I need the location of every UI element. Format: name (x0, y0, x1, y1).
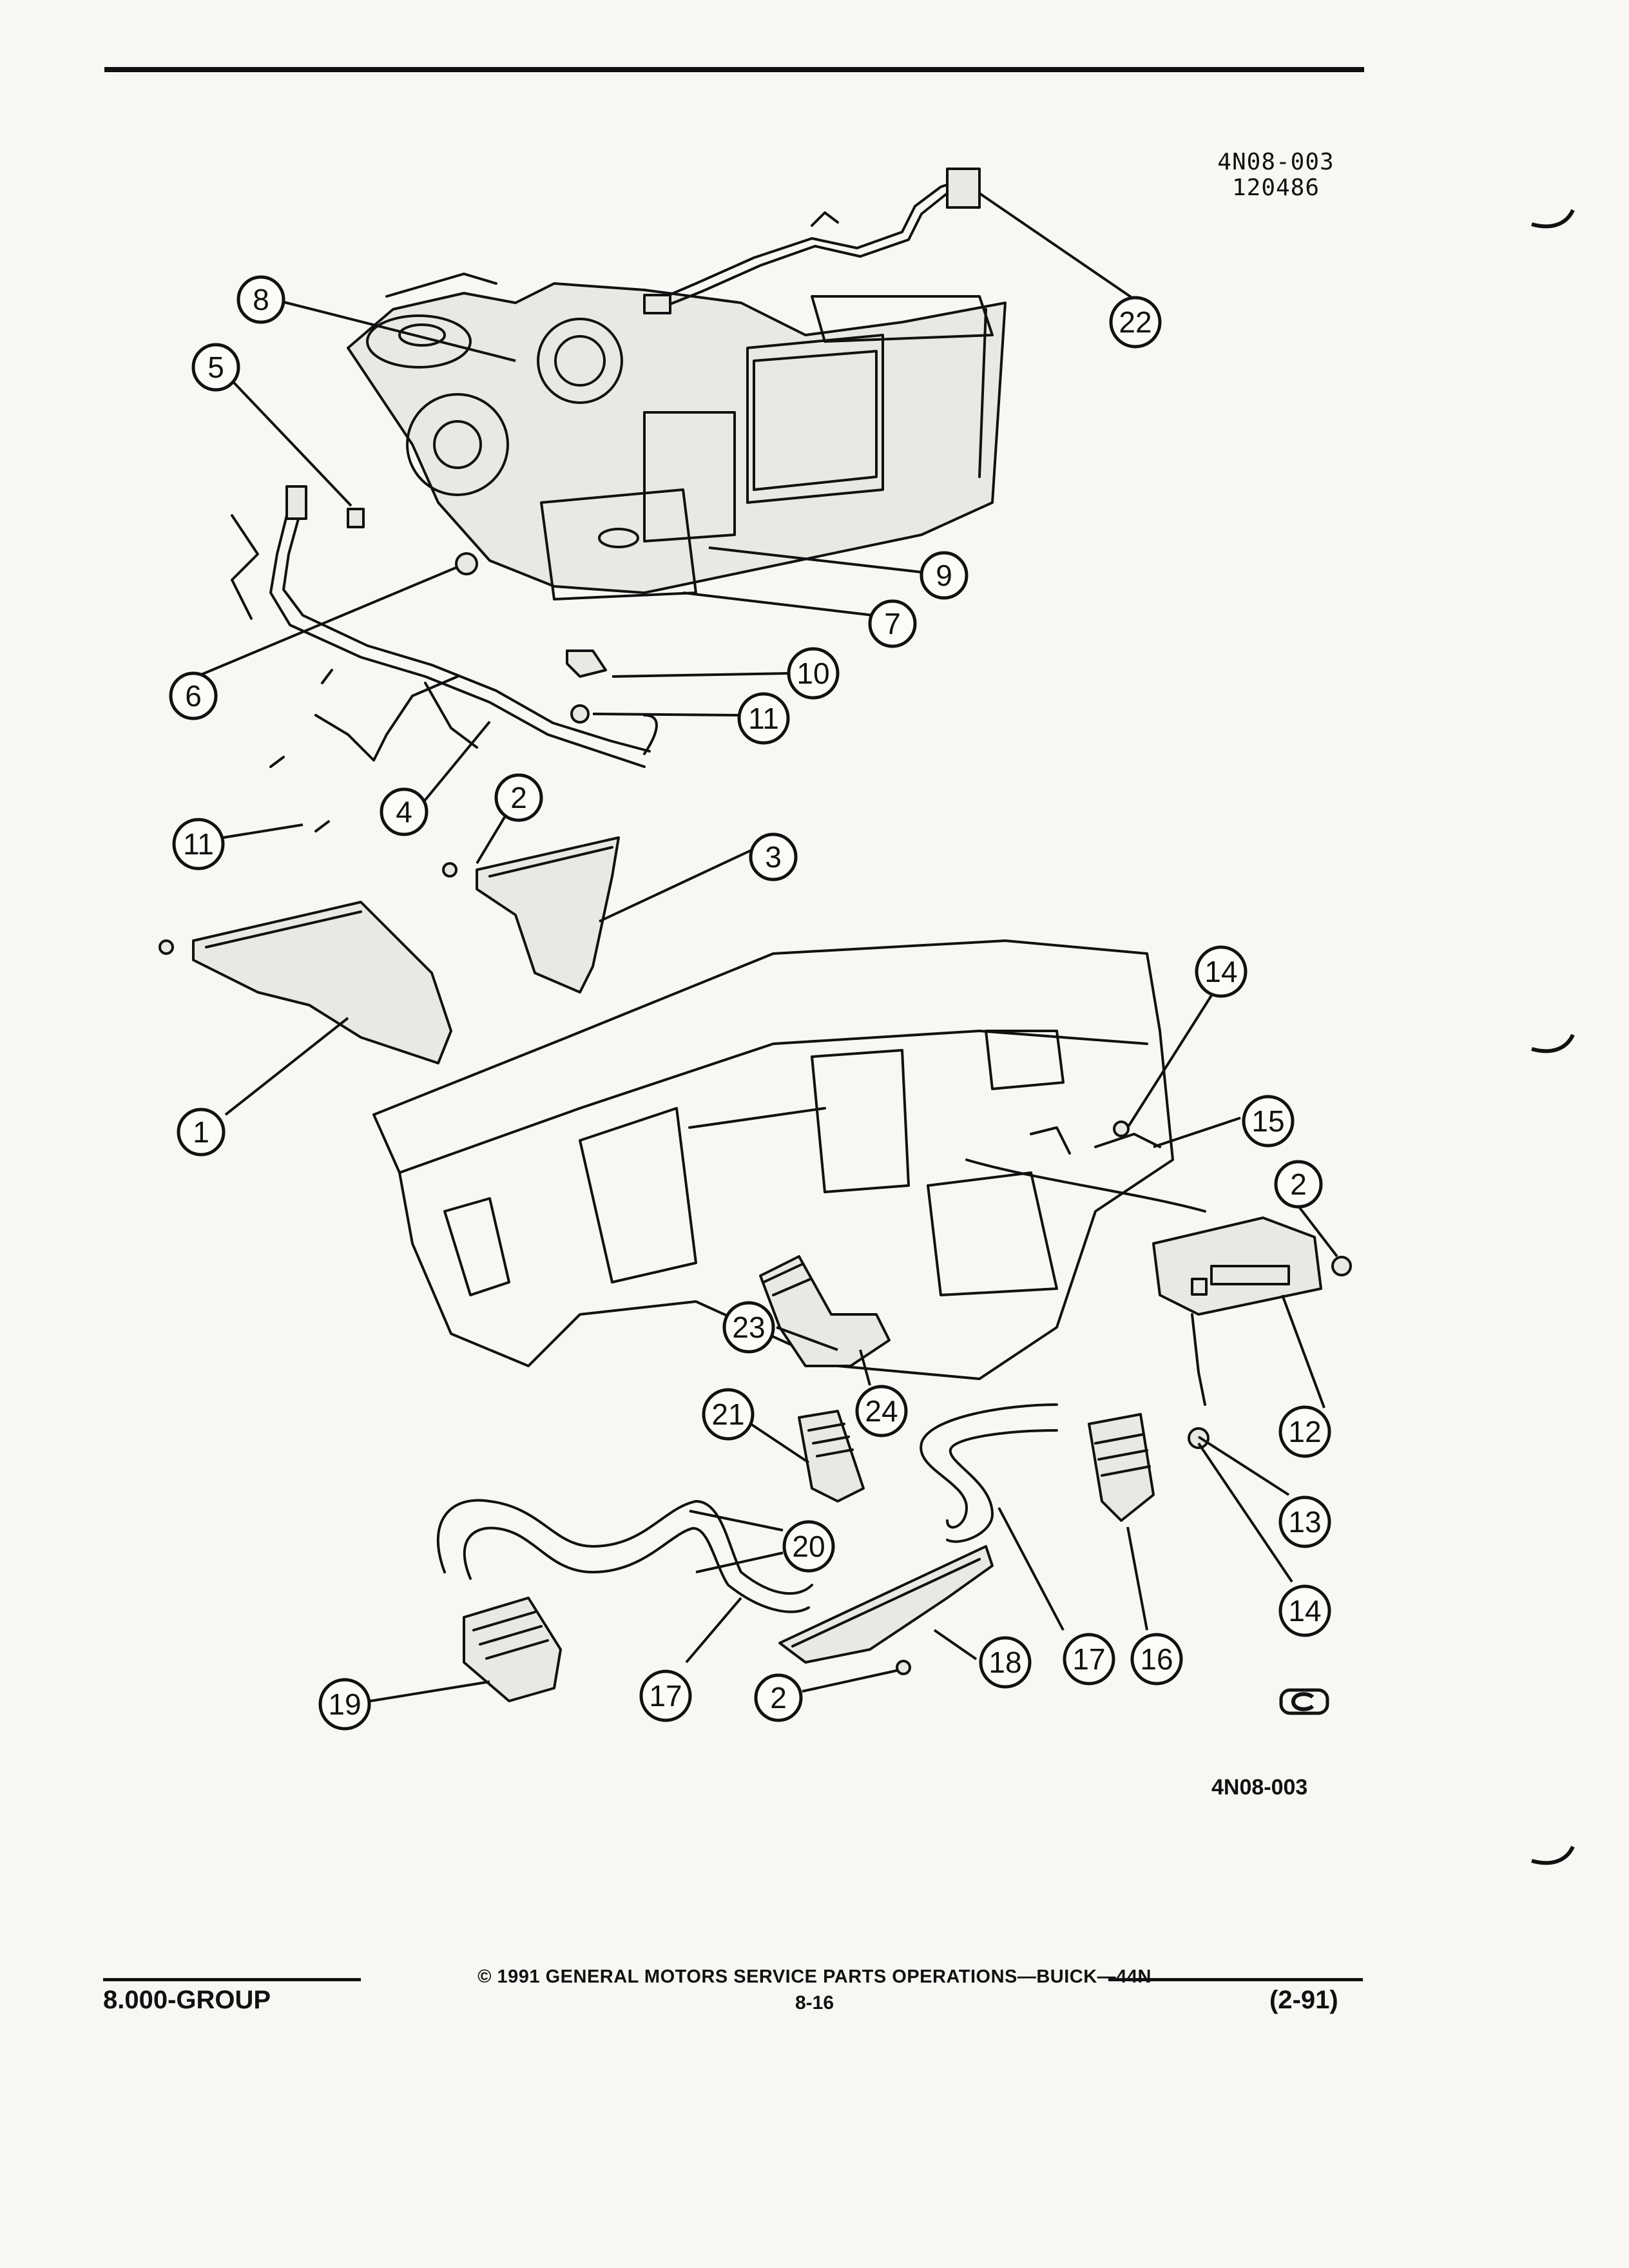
duct-18-drawing (778, 1545, 994, 1675)
top-rule (104, 67, 1364, 72)
callout-8: 8 (236, 275, 285, 324)
hose-17-right-drawing (920, 1403, 1058, 1543)
callout-7: 7 (868, 599, 917, 648)
callout-1: 1 (177, 1108, 226, 1157)
callout-24: 24 (855, 1385, 908, 1437)
outlet-19-drawing (463, 1597, 562, 1702)
callout-20: 20 (782, 1520, 835, 1573)
svg-text:9: 9 (936, 559, 952, 592)
callout-13: 13 (1278, 1495, 1331, 1548)
svg-text:8: 8 (253, 283, 269, 316)
callout-6: 6 (169, 671, 218, 720)
svg-text:22: 22 (1119, 305, 1152, 339)
callout-23: 23 (722, 1301, 775, 1354)
callout-2-c: 2 (754, 1673, 803, 1722)
duct-1-drawing (159, 901, 452, 1064)
callout-12: 12 (1278, 1405, 1331, 1458)
callout-2-b: 2 (1274, 1160, 1323, 1209)
harness-22-drawing (643, 168, 981, 314)
footer-group: 8.000-GROUP (103, 1986, 271, 2014)
svg-text:2: 2 (1290, 1168, 1307, 1201)
gm-copyright-logo (1279, 1688, 1329, 1715)
callout-17-b: 17 (639, 1669, 692, 1722)
callout-3: 3 (749, 832, 798, 881)
svg-text:11: 11 (183, 827, 214, 861)
fasteners-drawing (269, 508, 607, 878)
svg-text:14: 14 (1204, 955, 1237, 988)
binder-hole-mark (1531, 1033, 1575, 1053)
control-assembly-12-drawing (1094, 1120, 1352, 1449)
svg-text:18: 18 (988, 1646, 1021, 1679)
svg-text:17: 17 (1072, 1642, 1105, 1676)
svg-text:6: 6 (185, 679, 202, 713)
svg-text:24: 24 (865, 1394, 898, 1428)
heater-module-drawing (347, 273, 1007, 601)
svg-text:3: 3 (765, 840, 782, 874)
callout-19: 19 (318, 1678, 371, 1731)
footer-page-number: 8-16 (795, 1992, 834, 2013)
outlet-16-drawing (1088, 1413, 1155, 1522)
svg-text:20: 20 (792, 1530, 825, 1563)
svg-text:21: 21 (711, 1398, 744, 1431)
hose-20-drawing (436, 1499, 813, 1613)
footer-revision: (2-91) (1269, 1986, 1338, 2014)
svg-text:2: 2 (510, 781, 527, 814)
callout-4: 4 (380, 787, 429, 836)
footer-copyright: © 1991 GENERAL MOTORS SERVICE PARTS OPER… (477, 1966, 1152, 1987)
svg-text:17: 17 (649, 1679, 682, 1713)
callout-11-a: 11 (737, 692, 790, 745)
figure-code-top: 4N08-003 (1217, 149, 1335, 175)
figure-date-code: 120486 (1231, 175, 1320, 201)
callout-15: 15 (1242, 1095, 1295, 1148)
footer-rule-right (1108, 1978, 1363, 1981)
callout-14-b: 14 (1278, 1584, 1331, 1637)
figure-id-block: 4N08-003 120486 (1192, 149, 1360, 201)
svg-text:5: 5 (207, 351, 224, 384)
duct-3-drawing (476, 836, 620, 994)
floor-duct-23-drawing (759, 1255, 891, 1367)
callout-18: 18 (979, 1636, 1032, 1689)
outlet-21-drawing (798, 1410, 865, 1503)
callout-5: 5 (191, 343, 240, 392)
svg-text:11: 11 (748, 702, 779, 735)
svg-text:23: 23 (732, 1311, 765, 1344)
svg-text:16: 16 (1140, 1642, 1173, 1676)
figure-code-bottom: 4N08-003 (1211, 1775, 1308, 1800)
svg-text:4: 4 (396, 795, 412, 829)
svg-text:12: 12 (1288, 1415, 1321, 1448)
callout-14-a: 14 (1195, 945, 1248, 998)
binder-hole-mark (1531, 209, 1575, 229)
svg-text:10: 10 (796, 657, 829, 690)
harness-4-drawing (231, 485, 658, 768)
callout-11-b: 11 (172, 818, 225, 870)
svg-text:2: 2 (770, 1681, 787, 1715)
svg-text:13: 13 (1288, 1505, 1321, 1539)
callout-10: 10 (787, 647, 840, 700)
callout-17-a: 17 (1063, 1633, 1115, 1686)
svg-text:14: 14 (1288, 1594, 1321, 1628)
callout-2-a: 2 (494, 773, 543, 822)
binder-hole-mark (1531, 1845, 1575, 1865)
svg-text:1: 1 (193, 1115, 209, 1149)
callout-21: 21 (702, 1388, 755, 1441)
callout-16: 16 (1130, 1633, 1183, 1686)
instrument-panel-drawing (372, 939, 1206, 1380)
svg-text:7: 7 (884, 607, 901, 640)
svg-text:15: 15 (1251, 1104, 1284, 1138)
footer-rule-left (103, 1978, 361, 1981)
callout-22: 22 (1109, 296, 1162, 349)
callout-9: 9 (920, 551, 969, 600)
svg-text:19: 19 (328, 1687, 361, 1721)
